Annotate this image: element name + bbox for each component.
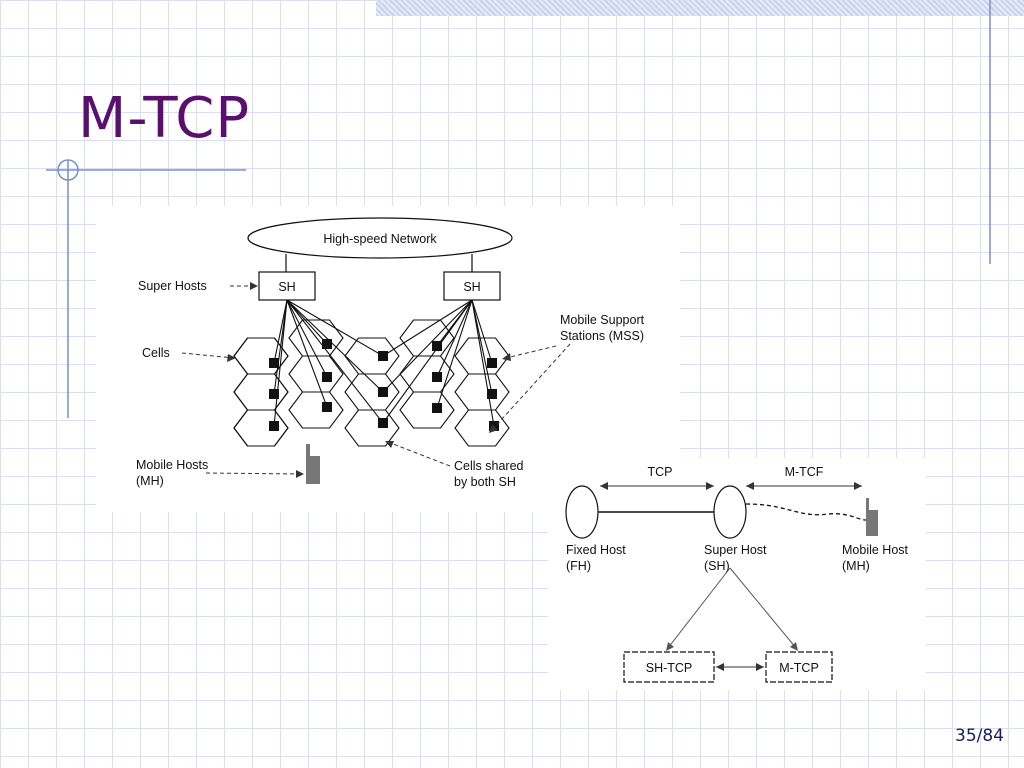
mss-square [432, 372, 442, 382]
mtcp-label: M-TCF [785, 465, 824, 479]
mss-square [269, 358, 279, 368]
network-diagram: High-speed Network SH SH Super Hosts Cel… [136, 217, 645, 489]
mss-label-line2: Stations (MSS) [560, 329, 644, 343]
mss-square [269, 389, 279, 399]
cell-hexagon [233, 373, 289, 411]
top-decorative-band [376, 0, 1024, 16]
super-host-label-line2: (SH) [704, 559, 730, 573]
mss-square [487, 358, 497, 368]
cell-hexagon [454, 409, 510, 447]
m-tcp-box [765, 651, 833, 683]
super-host-ellipse [713, 485, 747, 539]
cells-label: Cells [142, 346, 170, 360]
mss-stations [269, 339, 499, 431]
mobile-host-label-line2: (MH) [842, 559, 870, 573]
shared-cells-label-line2: by both SH [454, 475, 516, 489]
tcp-label: TCP [648, 465, 673, 479]
mtcp-architecture-diagram: TCP M-TCF Fixed Host (FH) Super Host (SH… [565, 465, 909, 683]
super-host-right-label: SH [463, 280, 480, 294]
mss-square [378, 387, 388, 397]
cell-hexagon [288, 391, 344, 429]
mss-square [487, 389, 497, 399]
mss-square [269, 421, 279, 431]
cell-hexagon [344, 337, 400, 375]
mss-square [322, 339, 332, 349]
cell-hexagon [344, 409, 400, 447]
mss-square [322, 402, 332, 412]
cell-hexagon [399, 391, 455, 429]
mobile-hosts-label-line2: (MH) [136, 474, 164, 488]
high-speed-network-ellipse [247, 217, 513, 259]
page-number: 35/84 [955, 726, 1004, 746]
shared-cells-label-line1: Cells shared [454, 459, 524, 473]
cell-hexagon [233, 373, 289, 411]
mss-label-line1: Mobile Support [560, 313, 645, 327]
network-label: High-speed Network [323, 232, 437, 246]
fixed-host-label-line2: (FH) [566, 559, 591, 573]
cell-hexagon [233, 409, 289, 447]
mobile-host-device [866, 510, 878, 536]
fixed-host-ellipse [565, 485, 599, 539]
mtcp-architecture-panel: TCP M-TCF Fixed Host (FH) Super Host (SH… [548, 458, 926, 690]
super-hosts-label: Super Hosts [138, 279, 207, 293]
mss-square [432, 403, 442, 413]
mss-square [432, 341, 442, 351]
super-host-label-line1: Super Host [704, 543, 767, 557]
slide-title: M-TCP [78, 86, 251, 151]
m-tcp-label: M-TCP [779, 661, 819, 675]
sh-tcp-box [623, 651, 715, 683]
mobile-host-icon [306, 456, 320, 484]
mobile-hosts-label-line1: Mobile Hosts [136, 458, 208, 472]
cell-hexagon [454, 373, 510, 411]
cell-hexagon [399, 319, 455, 357]
super-host-left-label: SH [278, 280, 295, 294]
mss-square [322, 372, 332, 382]
sh-tcp-label: SH-TCP [646, 661, 693, 675]
cell-hexagon [344, 373, 400, 411]
cell-hexagon [233, 409, 289, 447]
mobile-host-label-line1: Mobile Host [842, 543, 909, 557]
mss-square [378, 418, 388, 428]
fixed-host-label-line1: Fixed Host [566, 543, 626, 557]
mss-connection-lines [273, 299, 495, 427]
mss-square [378, 351, 388, 361]
cells-grid [233, 319, 510, 447]
arrow-heads [227, 282, 511, 478]
